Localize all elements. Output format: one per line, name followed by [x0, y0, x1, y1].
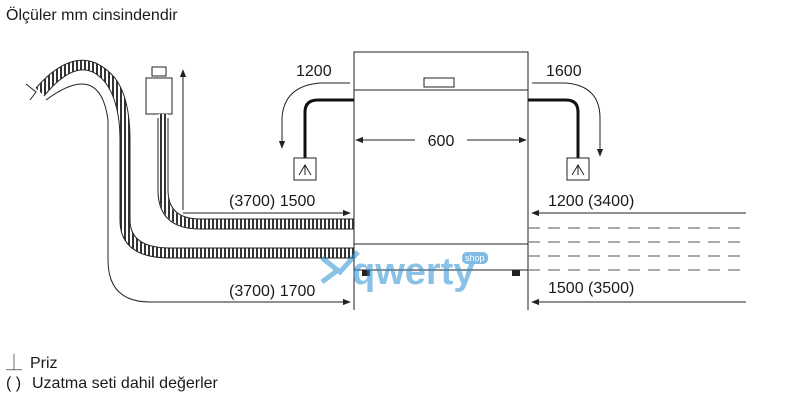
watermark-logo-icon	[320, 250, 360, 284]
drain-hose-end	[25, 83, 37, 101]
width-label-bg	[415, 130, 467, 150]
left-socket-icon	[298, 164, 312, 176]
upper-right-length: 1200 (3400)	[548, 193, 634, 210]
right-socket-icon	[571, 164, 585, 176]
lower-left-length: (3700) 1700	[229, 283, 315, 300]
watermark: qwerty shop	[320, 250, 488, 293]
watermark-badge-bg	[462, 252, 488, 264]
watermark-badge: shop	[465, 253, 485, 263]
dishwasher-appliance	[353, 51, 529, 310]
drain-hose-outline	[35, 59, 354, 259]
inlet-hose	[158, 114, 354, 229]
aquastop-valve	[145, 77, 173, 115]
width-dimension: 600	[355, 130, 527, 150]
display-panel	[423, 77, 455, 88]
inlet-hose-group: (3700) 1500	[145, 66, 354, 230]
drain-hose	[36, 60, 354, 258]
width-label: 600	[428, 133, 455, 150]
legend-brackets-label: Uzatma seti dahil değerler	[32, 375, 219, 392]
left-foot	[362, 270, 370, 276]
watermark-brand: qwerty	[352, 251, 474, 293]
left-socket-box	[293, 157, 317, 181]
inlet-hose-outline	[157, 118, 354, 230]
right-outlet-length: 1600	[546, 63, 582, 80]
upper-left-length: (3700) 1500	[229, 193, 315, 210]
legend-brackets-symbol: ( )	[6, 375, 21, 392]
dishwasher-outline	[353, 51, 529, 271]
tap-connector	[151, 66, 167, 77]
lower-left-arrow	[45, 83, 351, 306]
diagram-title: Ölçüler mm cinsindendir	[6, 6, 178, 24]
legend: ⏊ Priz ( ) Uzatma seti dahil değerler	[6, 353, 219, 392]
lower-right-length: 1500 (3500)	[548, 280, 634, 297]
right-power-cable	[528, 98, 580, 158]
left-power-cable	[303, 98, 354, 158]
drain-hose-group: (3700) 1700	[25, 59, 354, 306]
right-outlet-arc-arrow	[532, 82, 604, 157]
left-outlet-length: 1200	[296, 63, 332, 80]
right-socket-box	[566, 157, 590, 181]
left-outlet-arc-arrow	[278, 82, 350, 149]
right-foot	[512, 270, 520, 276]
right-side-group: 1200 (3400) 1500 (3500)	[528, 193, 746, 306]
legend-socket-label: Priz	[30, 355, 58, 372]
right-outlet-group: 1600	[528, 63, 604, 181]
left-outlet-group: 1200	[278, 63, 354, 181]
socket-symbol-icon: ⏊	[6, 353, 22, 372]
